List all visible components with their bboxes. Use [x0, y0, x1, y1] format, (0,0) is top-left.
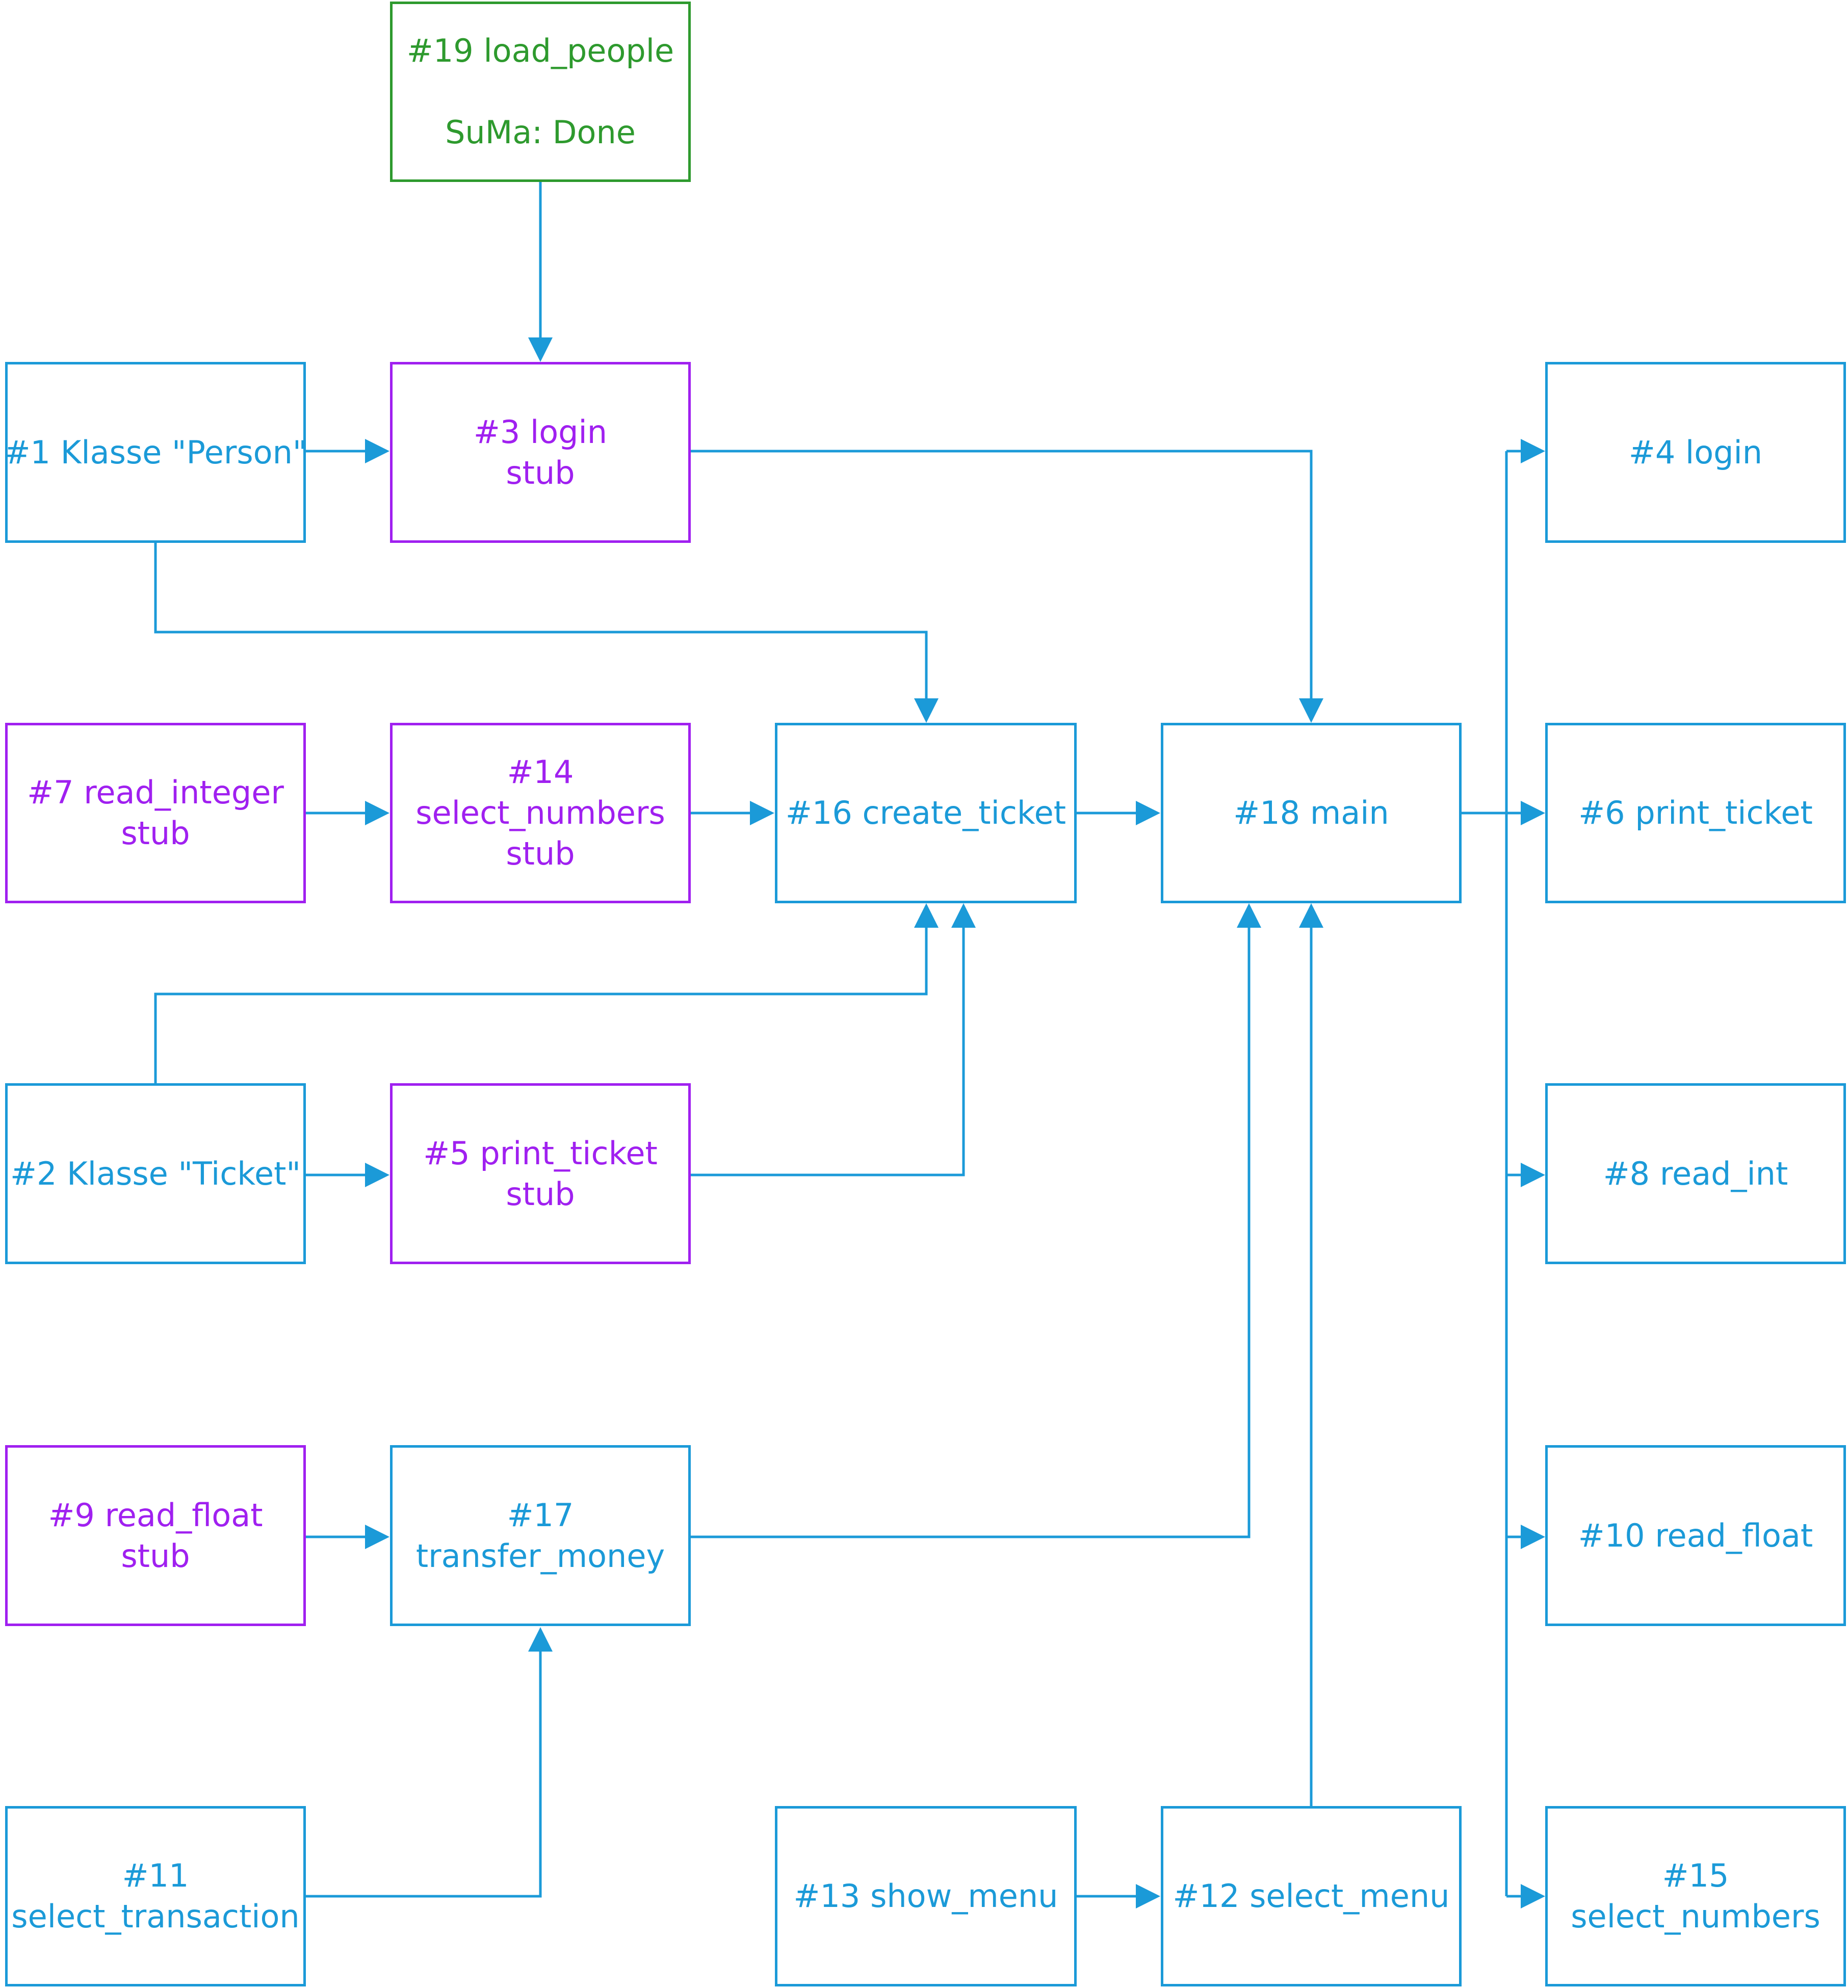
node-select-numbers-stub[interactable]: #14 select_numbers stub: [390, 723, 691, 903]
node-load-people-status: SuMa: Done: [445, 114, 636, 151]
edge-transfer-money-to-main: [691, 927, 1251, 1538]
node-login-label: #4 login: [1628, 433, 1763, 471]
node-read-integer-stub-tag: stub: [121, 815, 190, 852]
node-create-ticket-label: #16 create_ticket: [785, 794, 1066, 831]
arrowhead-transfer-money-left: [365, 1525, 389, 1549]
node-print-ticket-label: #6 print_ticket: [1578, 794, 1813, 831]
arrowhead-read-int-left: [1521, 1163, 1545, 1187]
node-read-integer-stub[interactable]: #7 read_integer stub: [5, 723, 306, 903]
arrowhead-create-ticket-bottom-right: [951, 903, 976, 928]
node-klasse-person[interactable]: #1 Klasse "Person": [4, 362, 307, 543]
arrowhead-create-ticket-bottom-left: [914, 903, 939, 928]
node-load-people-title: #19 load_people: [406, 32, 674, 69]
node-print-ticket-stub[interactable]: #5 print_ticket stub: [390, 1083, 691, 1264]
arrowhead-create-ticket-top: [914, 698, 939, 723]
node-print-ticket-stub-tag: stub: [506, 1175, 575, 1213]
edge-ticket-class-to-create-ticket: [154, 927, 928, 1083]
arrowhead-select-numbers-left: [1521, 1884, 1545, 1908]
arrowhead-main-bottom-right: [1299, 903, 1323, 928]
node-login[interactable]: #4 login: [1545, 362, 1846, 543]
node-read-float-stub[interactable]: #9 read_float stub: [5, 1445, 306, 1626]
node-read-int[interactable]: #8 read_int: [1545, 1083, 1846, 1264]
arrowhead-login-stub-top: [528, 337, 553, 362]
arrowhead-select-menu-left: [1136, 1884, 1160, 1908]
node-select-transaction[interactable]: #11 select_transaction: [5, 1806, 306, 1986]
arrowhead-create-ticket-left: [750, 801, 774, 825]
node-print-ticket[interactable]: #6 print_ticket: [1545, 723, 1846, 903]
node-select-numbers[interactable]: #15 select_numbers: [1545, 1806, 1846, 1986]
edge-login-stub-to-main: [691, 450, 1313, 699]
node-read-int-label: #8 read_int: [1603, 1155, 1788, 1192]
node-klasse-ticket-label: #2 Klasse "Ticket": [10, 1155, 301, 1192]
edge-select-transaction-to-transfer-money: [306, 1651, 542, 1898]
arrowhead-print-ticket-left: [1521, 801, 1545, 825]
arrowhead-print-ticket-stub-left: [365, 1163, 389, 1187]
arrowhead-main-left: [1136, 801, 1160, 825]
arrowhead-login-left: [1521, 439, 1545, 463]
arrowhead-read-float-left: [1521, 1525, 1545, 1549]
node-read-float[interactable]: #10 read_float: [1545, 1445, 1846, 1626]
arrowhead-main-bottom-left: [1237, 903, 1261, 928]
node-login-stub-tag: stub: [506, 454, 575, 491]
node-main-label: #18 main: [1233, 794, 1389, 831]
node-transfer-money-title: transfer_money: [415, 1537, 665, 1575]
edge-print-ticket-stub-to-create-ticket: [691, 927, 965, 1176]
arrowhead-transfer-money-bottom: [528, 1627, 553, 1652]
node-show-menu[interactable]: #13 show_menu: [775, 1806, 1077, 1986]
node-klasse-ticket[interactable]: #2 Klasse "Ticket": [5, 1083, 306, 1264]
node-select-numbers-stub-tag: stub: [506, 835, 575, 872]
node-transfer-money-id: #17: [507, 1496, 574, 1534]
arrowhead-main-top: [1299, 698, 1323, 723]
node-select-numbers-title: select_numbers: [1571, 1898, 1820, 1935]
node-show-menu-label: #13 show_menu: [793, 1877, 1058, 1915]
node-main[interactable]: #18 main: [1161, 723, 1462, 903]
arrowhead-select-numbers-stub-left: [365, 801, 389, 825]
node-select-numbers-id: #15: [1662, 1857, 1729, 1894]
node-select-menu-label: #12 select_menu: [1173, 1877, 1450, 1915]
node-select-numbers-stub-title: select_numbers: [415, 794, 665, 831]
node-create-ticket[interactable]: #16 create_ticket: [775, 723, 1077, 903]
node-login-stub[interactable]: #3 login stub: [390, 362, 691, 543]
node-select-transaction-title: select_transaction: [11, 1898, 300, 1935]
node-login-stub-title: #3 login: [473, 413, 608, 451]
node-read-float-stub-title: #9 read_float: [48, 1496, 263, 1534]
node-read-float-label: #10 read_float: [1578, 1516, 1813, 1554]
node-read-float-stub-tag: stub: [121, 1537, 190, 1575]
node-read-integer-stub-title: #7 read_integer: [27, 774, 284, 811]
node-print-ticket-stub-title: #5 print_ticket: [423, 1134, 658, 1172]
arrowhead-login-stub-left: [365, 439, 389, 463]
node-klasse-person-label: #1 Klasse "Person": [4, 433, 307, 471]
node-transfer-money[interactable]: #17 transfer_money: [390, 1445, 691, 1626]
node-load-people[interactable]: #19 load_people SuMa: Done: [390, 2, 691, 182]
edge-person-to-create-ticket: [154, 543, 928, 699]
node-select-transaction-id: #11: [122, 1857, 189, 1894]
node-select-numbers-stub-id: #14: [507, 753, 574, 791]
node-select-menu[interactable]: #12 select_menu: [1161, 1806, 1462, 1986]
